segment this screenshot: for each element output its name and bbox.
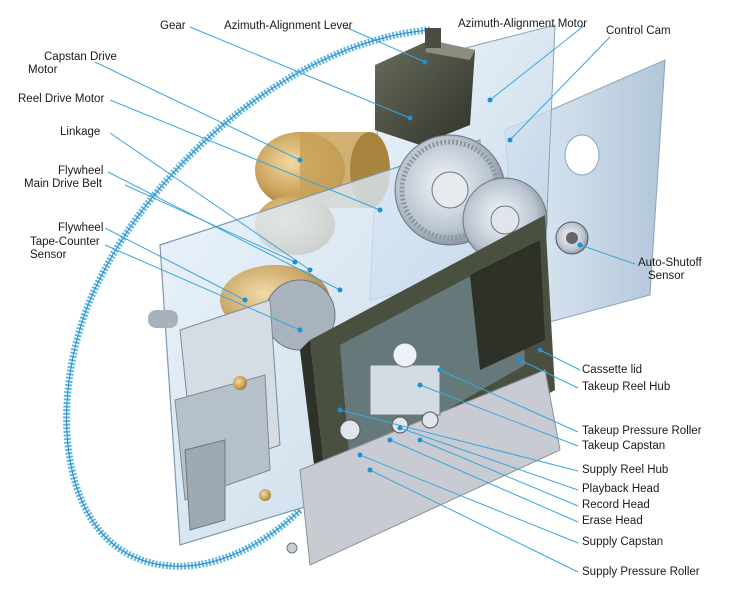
label-flywheel-bottom: Flywheel xyxy=(58,222,104,234)
label-cassette-lid: Cassette lid xyxy=(582,364,643,376)
label-capstan-drive: Capstan Drive xyxy=(44,51,117,63)
label-tape-counter-sensor: Sensor xyxy=(30,249,67,261)
label-reel-drive-motor: Reel Drive Motor xyxy=(18,93,105,105)
label-auto-shutoff-sensor: Sensor xyxy=(648,270,685,282)
label-playback-head: Playback Head xyxy=(582,483,660,495)
label-capstan-motor: Motor xyxy=(28,64,58,76)
label-main-drive-belt: Main Drive Belt xyxy=(24,178,102,190)
label-azimuth-lever: Azimuth-Alignment Lever xyxy=(224,20,353,32)
label-azimuth-motor: Azimuth-Alignment Motor xyxy=(458,18,588,30)
label-takeup-pressure-roller: Takeup Pressure Roller xyxy=(582,425,702,437)
label-record-head: Record Head xyxy=(582,499,650,511)
label-takeup-capstan: Takeup Capstan xyxy=(582,440,666,452)
label-flywheel-top: Flywheel xyxy=(58,165,104,177)
label-takeup-reel-hub: Takeup Reel Hub xyxy=(582,381,671,393)
label-control-cam: Control Cam xyxy=(606,25,671,37)
label-gear: Gear xyxy=(160,20,186,32)
label-supply-pressure-roller: Supply Pressure Roller xyxy=(582,566,700,578)
label-linkage: Linkage xyxy=(60,126,101,138)
label-supply-reel-hub: Supply Reel Hub xyxy=(582,464,669,476)
label-tape-counter: Tape-Counter xyxy=(30,236,100,248)
label-erase-head: Erase Head xyxy=(582,515,643,527)
label-auto-shutoff: Auto-Shutoff xyxy=(638,257,702,269)
label-supply-capstan: Supply Capstan xyxy=(582,536,664,548)
